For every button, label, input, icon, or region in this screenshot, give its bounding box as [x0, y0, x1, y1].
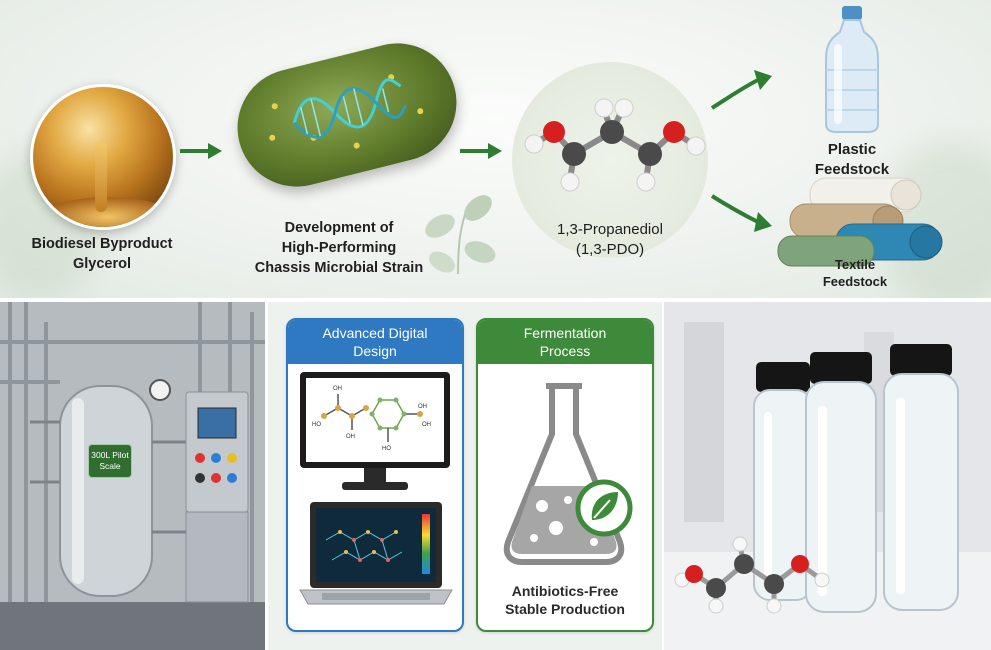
pdo-molecule-model	[524, 98, 706, 192]
pilot-sign-line: 300L Pilot	[91, 450, 129, 460]
microbe-dot	[271, 102, 279, 110]
glycerol-drip	[95, 142, 107, 212]
plastic-label: Plastic Feedstock	[796, 140, 908, 180]
molecule-label: OH	[422, 422, 431, 428]
strain-label-line: Chassis Microbial Strain	[254, 260, 424, 276]
textile-label-line: Textile	[834, 257, 876, 272]
glycerol-image	[30, 84, 176, 230]
sample-bottles-illustration	[664, 302, 991, 650]
card-title-line: Fermentation	[523, 325, 607, 341]
card-title-line: Advanced Digital	[322, 325, 428, 341]
technology-panel: Advanced Digital Design	[268, 302, 662, 650]
glycerol-label-line: Glycerol	[72, 256, 132, 272]
digital-design-card-title: Advanced Digital Design	[288, 320, 462, 364]
microbe-dot	[268, 134, 276, 142]
caption-line: Antibiotics-Free	[511, 583, 619, 599]
pdo-label: 1,3-Propanediol (1,3-PDO)	[522, 220, 698, 260]
towel-stack-icon	[777, 177, 943, 267]
computer-monitor-icon: OH OH OH HO HO OH	[300, 372, 450, 490]
flow-arrow-icon	[710, 194, 772, 232]
textile-label-line: Feedstock	[822, 274, 888, 289]
dna-icon	[292, 78, 407, 139]
molecule-label: OH	[333, 386, 342, 392]
molecule-label: HO	[382, 446, 391, 452]
microbe-dot	[353, 141, 361, 150]
strain-label-line: High-Performing	[281, 240, 397, 256]
glycerol-pool	[43, 197, 173, 227]
plastic-label-line: Plastic	[827, 141, 877, 158]
pilot-scale-sign: 300L Pilot Scale	[88, 444, 132, 478]
laptop-icon	[299, 502, 453, 605]
strain-label: Development of High-Performing Chassis M…	[244, 218, 434, 278]
flask-icon	[503, 383, 633, 565]
microbe-dot	[416, 107, 424, 115]
pilot-plant-illustration	[0, 302, 265, 650]
flow-arrow-icon	[710, 70, 772, 110]
process-flow-banner: Biodiesel Byproduct Glycerol Development…	[0, 0, 991, 298]
molecule-label: OH	[418, 404, 427, 410]
molecule-label: OH	[346, 434, 355, 440]
leaf-icon	[425, 195, 496, 275]
pdo-label-line: (1,3-PDO)	[575, 241, 645, 258]
flow-arrow-icon	[180, 143, 222, 159]
microbial-strain-image	[225, 30, 469, 200]
glycerol-label-line: Biodiesel Byproduct	[31, 236, 173, 252]
pilot-plant-photo: 300L Pilot Scale	[0, 302, 265, 650]
card-title-line: Process	[539, 343, 591, 359]
water-bottle-icon	[825, 6, 879, 133]
pdo-molecule-backdrop	[512, 62, 708, 258]
pilot-sign-line: Scale	[99, 461, 121, 471]
digital-design-card: Advanced Digital Design	[286, 318, 464, 632]
strain-label-line: Development of	[284, 220, 394, 236]
glycerol-label: Biodiesel Byproduct Glycerol	[14, 234, 190, 274]
fermentation-caption: Antibiotics-Free Stable Production	[478, 582, 652, 618]
fermentation-card-title: Fermentation Process	[478, 320, 652, 364]
pdo-label-line: 1,3-Propanediol	[557, 221, 663, 238]
plastic-label-line: Feedstock	[814, 161, 890, 178]
textile-label: Textile Feedstock	[800, 256, 910, 290]
flow-arrow-icon	[460, 143, 502, 159]
pdo-bottles-photo	[664, 302, 991, 650]
card-title-line: Design	[353, 343, 397, 359]
molecule-label: HO	[312, 422, 321, 428]
caption-line: Stable Production	[505, 601, 625, 617]
fermentation-card: Fermentation Process Antibiotics-Free St…	[476, 318, 654, 632]
